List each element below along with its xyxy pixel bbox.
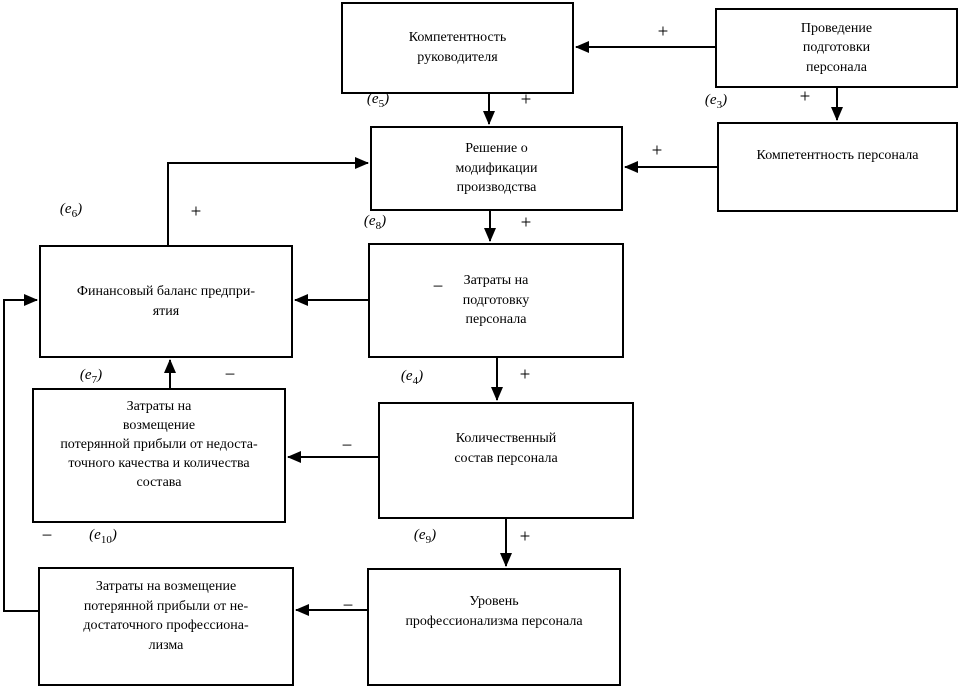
- node-decision: Решение о модификации производства: [370, 126, 623, 211]
- sign-headcount-to-professionalism: +: [519, 526, 531, 548]
- node-professionalism-loss-costs: Затраты на возмещение потерянной прибыли…: [38, 567, 294, 686]
- sign-training-costs-to-financial-balance: −: [432, 276, 444, 298]
- sign-professionalism-loss-costs-to-financial-balance: −: [41, 525, 53, 547]
- node-training: Проведение подготовки персонала: [715, 8, 958, 88]
- sign-training-to-competence-staff: +: [799, 86, 811, 108]
- node-competence-manager: Компетентность руководителя: [341, 2, 574, 94]
- edge-label-e4: (e4): [400, 368, 424, 387]
- sign-quality-loss-costs-to-financial-balance: −: [224, 364, 236, 386]
- sign-headcount-to-quality-loss-costs: −: [341, 435, 353, 457]
- sign-financial-balance-to-decision: +: [190, 201, 202, 223]
- edge-financial-balance-to-decision: [167, 157, 369, 245]
- edge-label-e9: (e9): [413, 527, 437, 546]
- edge-label-e3: (e3): [704, 92, 728, 111]
- edge-label-e10: (e10): [89, 527, 117, 546]
- edge-professionalism-loss-costs-to-financial-balance: [3, 294, 38, 612]
- sign-training-to-competence-manager: +: [657, 21, 669, 43]
- node-financial-balance: Финансовый баланс предпри- ятия: [39, 245, 293, 358]
- edge-label-e5: (e5): [366, 91, 390, 110]
- node-competence-staff: Компетентность персонала: [717, 122, 958, 212]
- sign-professionalism-to-professionalism-loss-costs: −: [342, 595, 354, 617]
- sign-decision-to-training-costs: +: [520, 212, 532, 234]
- node-quality-loss-costs: Затраты на возмещение потерянной прибыли…: [32, 388, 286, 523]
- node-professionalism: Уровень профессионализма персонала: [367, 568, 621, 686]
- sign-competence-manager-to-decision: +: [520, 89, 532, 111]
- edge-label-e7: (e7): [79, 367, 103, 386]
- node-headcount: Количественный состав персонала: [378, 402, 634, 519]
- edge-label-e6: (e6): [59, 201, 83, 220]
- node-training-costs: Затраты на подготовку персонала: [368, 243, 624, 358]
- sign-competence-staff-to-decision: +: [651, 140, 663, 162]
- edge-label-e8: (e8): [363, 213, 387, 232]
- sign-training-costs-to-headcount: +: [519, 364, 531, 386]
